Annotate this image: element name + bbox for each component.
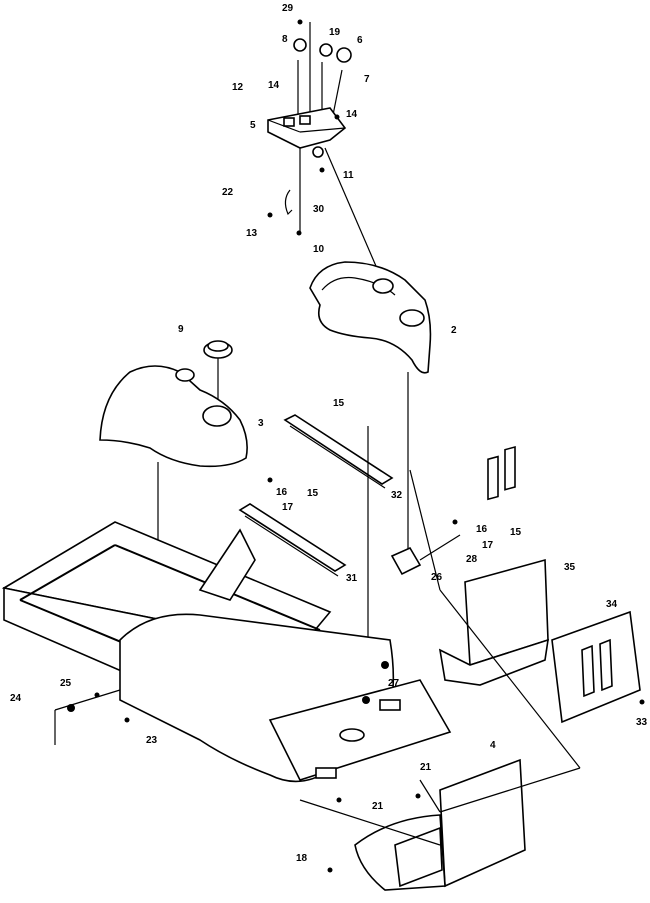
fuel-cap-part [203, 340, 233, 400]
rear-plate-35-part [438, 445, 549, 686]
leader-lines [54, 19, 645, 873]
callout-15-a: 15 [333, 398, 345, 409]
callout-26: 26 [431, 572, 443, 583]
callout-18: 18 [296, 853, 308, 864]
callout-30: 30 [313, 204, 325, 215]
lower-rail-part [238, 503, 347, 577]
callout-7: 7 [364, 74, 370, 85]
callout-23: 23 [146, 735, 158, 746]
callout-6: 6 [357, 35, 363, 46]
rear-cover-part [354, 758, 526, 891]
callout-labels: 29 8 19 6 7 12 14 14 5 11 22 30 13 10 2 … [10, 3, 648, 864]
rear-plate-34-part [551, 610, 641, 724]
callout-29: 29 [282, 3, 294, 14]
main-frame-part [1, 521, 452, 783]
callout-14-a: 14 [268, 80, 280, 91]
callout-10: 10 [313, 244, 325, 255]
callout-11: 11 [343, 170, 354, 181]
callout-15-c: 15 [510, 527, 522, 538]
callout-34: 34 [606, 599, 618, 610]
callout-16-b: 16 [476, 524, 488, 535]
callout-17-a: 17 [282, 502, 294, 513]
callout-31: 31 [346, 573, 358, 584]
callout-24: 24 [10, 693, 22, 704]
callout-17-b: 17 [482, 540, 494, 551]
callout-13: 13 [246, 228, 258, 239]
callout-21-a: 21 [420, 762, 432, 773]
callout-14-b: 14 [346, 109, 358, 120]
callout-3: 3 [258, 418, 264, 429]
callout-25: 25 [60, 678, 72, 689]
callout-27: 27 [388, 678, 400, 689]
callout-9: 9 [178, 324, 184, 335]
callout-35: 35 [564, 562, 576, 573]
callout-32: 32 [391, 490, 403, 501]
callout-21-b: 21 [372, 801, 384, 812]
callout-8: 8 [282, 34, 288, 45]
callout-16-a: 16 [276, 487, 288, 498]
control-panel-assembly [267, 22, 383, 281]
callout-15-b: 15 [307, 488, 319, 499]
callout-2: 2 [451, 325, 457, 336]
callout-33: 33 [636, 717, 648, 728]
right-console-part [309, 261, 432, 560]
bracket-part [390, 534, 461, 576]
callout-19: 19 [329, 27, 341, 38]
fuel-tank-part [99, 365, 248, 668]
callout-4: 4 [490, 740, 496, 751]
callout-22: 22 [222, 187, 234, 198]
callout-5: 5 [250, 120, 256, 131]
callout-28: 28 [466, 554, 478, 565]
callout-12: 12 [232, 82, 244, 93]
